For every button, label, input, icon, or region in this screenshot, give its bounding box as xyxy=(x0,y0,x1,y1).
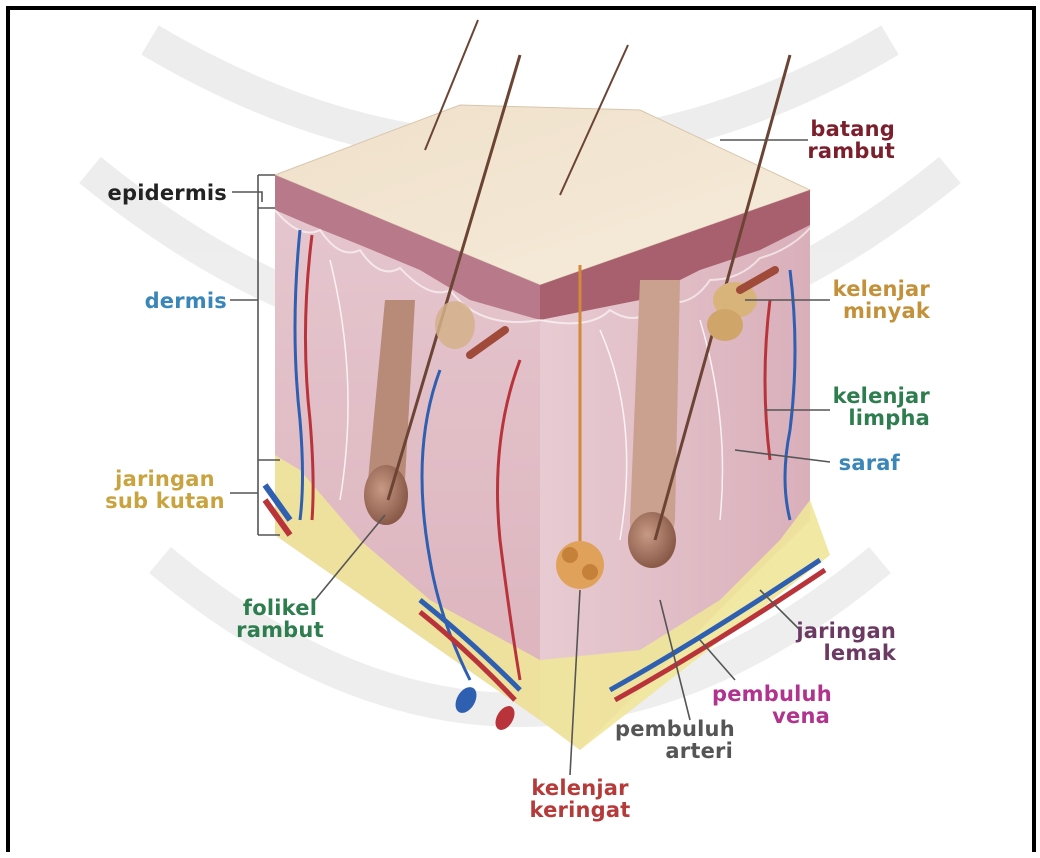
label-kelenjar-keringat-line2: keringat xyxy=(520,799,640,821)
label-jaringan-sub-kutan-line2: sub kutan xyxy=(100,490,230,512)
label-pembuluh-arteri-line1: pembuluh xyxy=(615,718,733,740)
label-jaringan-lemak-line2: lemak xyxy=(790,642,896,664)
label-kelenjar-minyak-line2: minyak xyxy=(820,300,930,322)
hair-bulb-right xyxy=(628,512,676,568)
label-kelenjar-keringat-line1: kelenjar xyxy=(520,777,640,799)
label-folikel-rambut-line2: rambut xyxy=(225,619,335,641)
label-kelenjar-minyak: kelenjar minyak xyxy=(820,278,930,322)
label-jaringan-sub-kutan: jaringan sub kutan xyxy=(100,468,230,512)
label-pembuluh-arteri-line2: arteri xyxy=(615,740,733,762)
label-kelenjar-minyak-line1: kelenjar xyxy=(820,278,930,300)
label-folikel-rambut-line1: folikel xyxy=(225,597,335,619)
label-jaringan-lemak: jaringan lemak xyxy=(790,620,896,664)
label-kelenjar-limpha-line1: kelenjar xyxy=(820,385,930,407)
label-kelenjar-limpha-line2: limpha xyxy=(820,407,930,429)
label-kelenjar-limpha: kelenjar limpha xyxy=(820,385,930,429)
label-kelenjar-keringat: kelenjar keringat xyxy=(520,777,640,821)
label-batang-rambut: batang rambut xyxy=(795,118,895,162)
label-dermis: dermis xyxy=(110,290,227,312)
label-folikel-rambut: folikel rambut xyxy=(225,597,335,641)
label-batang-rambut-line2: rambut xyxy=(795,140,895,162)
label-jaringan-lemak-line1: jaringan xyxy=(790,620,896,642)
label-pembuluh-arteri: pembuluh arteri xyxy=(615,718,733,762)
label-jaringan-sub-kutan-line1: jaringan xyxy=(100,468,230,490)
label-epidermis: epidermis xyxy=(105,182,227,204)
label-pembuluh-vena-line1: pembuluh xyxy=(712,683,830,705)
label-batang-rambut-line1: batang xyxy=(795,118,895,140)
label-saraf: saraf xyxy=(820,452,900,474)
hair-bulb-left xyxy=(364,465,408,525)
